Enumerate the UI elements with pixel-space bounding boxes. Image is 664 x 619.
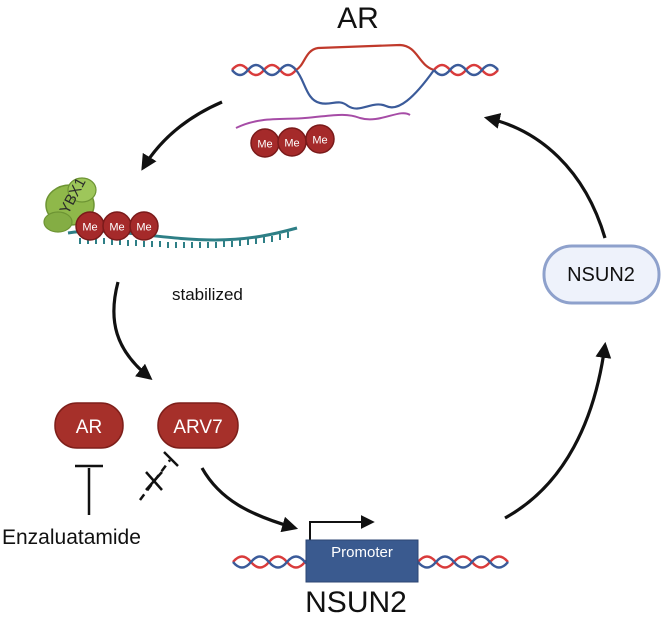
svg-text:Me: Me — [82, 222, 97, 234]
stabilized-label: stabilized — [172, 285, 243, 304]
arrow-mrna-to-proteins — [112, 281, 153, 381]
ar-gene-dna — [231, 43, 499, 110]
svg-text:ARV7: ARV7 — [173, 417, 222, 438]
transcription-start-arrow — [309, 515, 375, 540]
svg-text:Me: Me — [136, 222, 151, 234]
nsun2-gene-label: NSUN2 — [305, 586, 407, 619]
blocked-inhibition-icon — [139, 451, 179, 501]
me-group-top-2: Me — [277, 127, 307, 157]
nsun2-protein-pill: NSUN2 — [542, 244, 661, 305]
me-group-mid-3: Me — [129, 211, 159, 241]
enzalutamide-label: Enzaluatamide — [2, 526, 141, 549]
me-group-top-3: Me — [305, 124, 335, 154]
me-group-mid-1: Me — [75, 211, 105, 241]
svg-text:Promoter: Promoter — [331, 544, 393, 561]
me-group-top-1: Me — [250, 128, 280, 158]
nascent-rna — [235, 112, 411, 129]
svg-text:AR: AR — [76, 417, 102, 438]
arrow-arv7-to-promoter — [200, 467, 299, 533]
promoter-box: Promoter — [305, 539, 419, 583]
arrow-nsun2gene-to-protein — [504, 341, 612, 520]
svg-text:Me: Me — [284, 138, 299, 150]
svg-text:Me: Me — [257, 139, 272, 151]
me-group-mid-2: Me — [102, 211, 132, 241]
inhibition-bar — [75, 464, 103, 515]
arrow-ar-to-mrna — [141, 100, 223, 171]
ar-gene-label: AR — [337, 2, 379, 35]
svg-text:NSUN2: NSUN2 — [567, 264, 635, 286]
svg-text:Me: Me — [109, 222, 124, 234]
arrow-protein-to-ar — [483, 113, 607, 239]
arv7-protein-box: ARV7 — [157, 402, 239, 449]
svg-text:Me: Me — [312, 135, 327, 147]
ar-protein-box: AR — [54, 402, 124, 449]
